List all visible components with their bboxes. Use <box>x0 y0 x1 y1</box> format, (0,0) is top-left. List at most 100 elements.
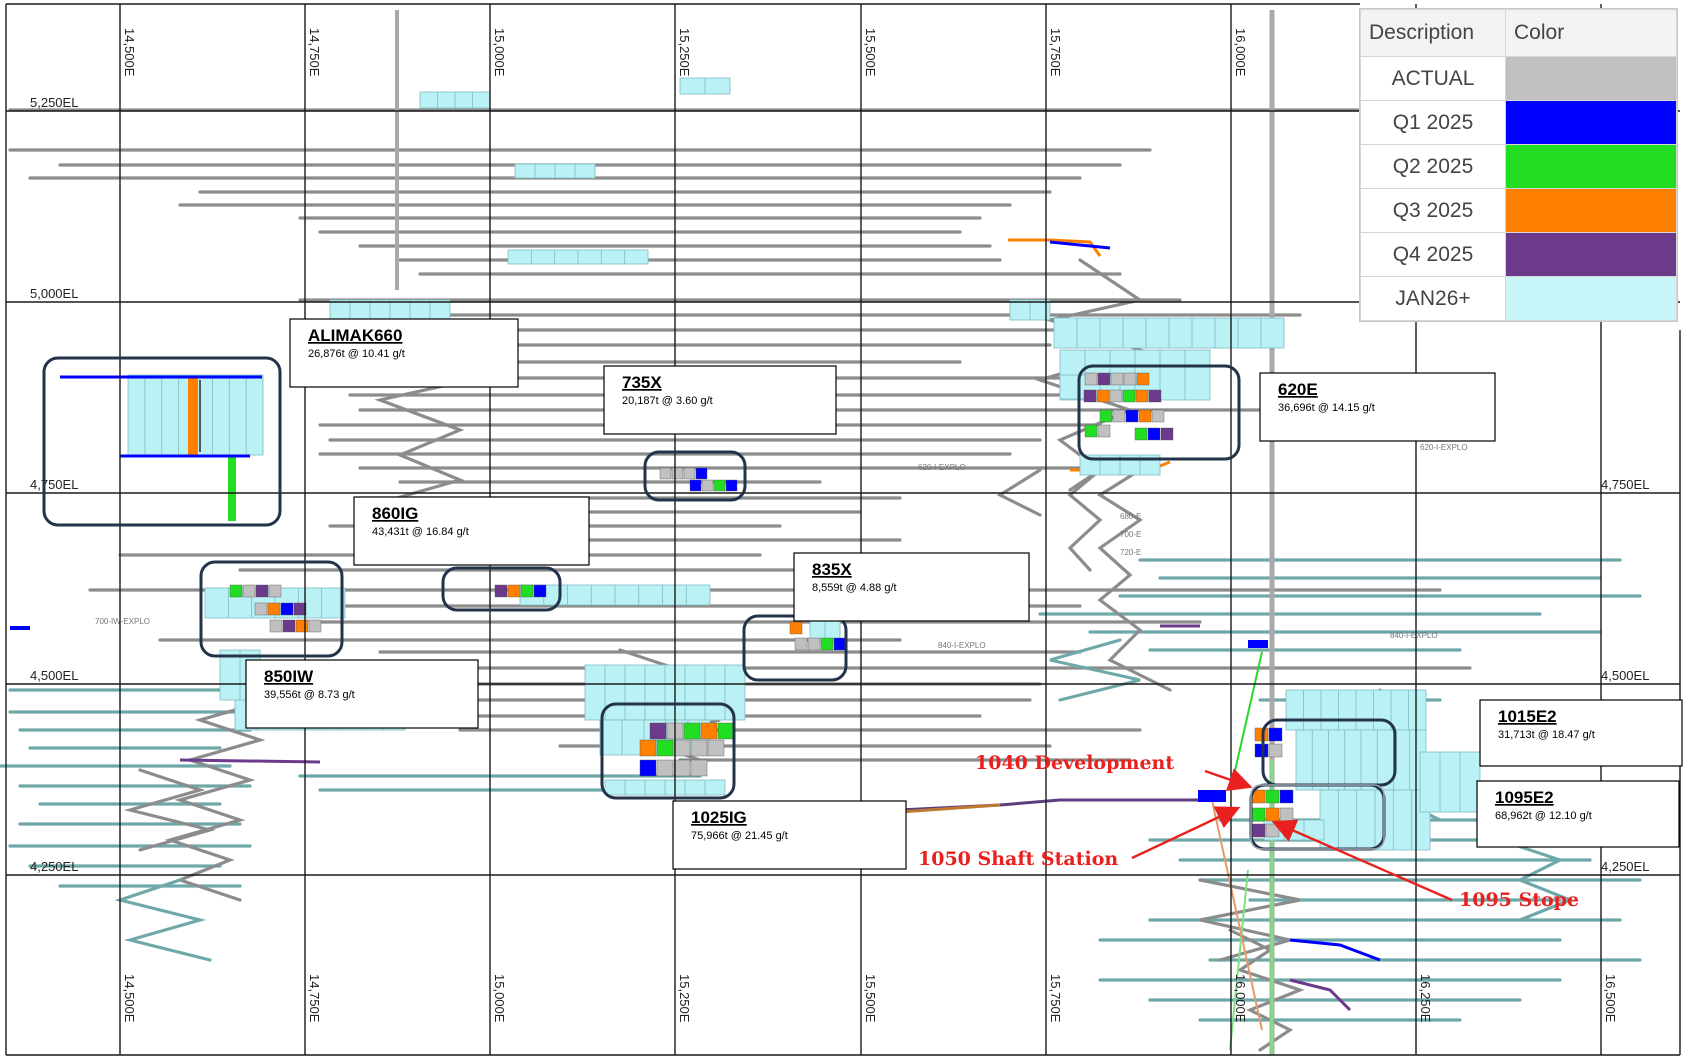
zone-tonnage-grade: 31,713t @ 18.47 g/t <box>1498 729 1595 741</box>
annotations: 1040 Development 1050 Shaft Station 1095… <box>918 752 1579 911</box>
callout-860ig: 860IG 43,431t @ 16.84 g/t <box>353 496 590 566</box>
legend-row-q1-2025: Q1 2025 <box>1360 100 1677 145</box>
zone-tonnage-grade: 75,966t @ 21.45 g/t <box>691 830 788 842</box>
drift-label: 620-I-EXPLO <box>918 463 966 472</box>
legend-label: Q3 2025 <box>1360 188 1506 233</box>
easting-label-top: 15,750E <box>1048 28 1063 77</box>
zone-tonnage-grade: 8,559t @ 4.88 g/t <box>812 582 897 594</box>
elevation-label-left: 4,250EL <box>30 859 78 874</box>
legend-row-q3-2025: Q3 2025 <box>1360 188 1677 233</box>
callout-1015e2: 1015E2 31,713t @ 18.47 g/t <box>1479 699 1683 767</box>
easting-label-bottom: 15,750E <box>1048 974 1063 1023</box>
zone-name: 850IW <box>264 667 314 686</box>
stoping-zones: ALIMAK660 26,876t @ 10.41 g/t 735X 20,187t … <box>42 318 1683 870</box>
zone-name: 620E <box>1278 380 1318 399</box>
legend-swatch-q2-2025 <box>1506 145 1676 188</box>
easting-label-bottom: 14,750E <box>307 974 322 1023</box>
elevation-label-left: 4,750EL <box>30 477 78 492</box>
callout-box <box>1479 699 1683 767</box>
easting-label-bottom: 16,500E <box>1603 974 1618 1023</box>
zone-outline-735x <box>643 450 747 502</box>
legend-swatch-actual <box>1506 57 1676 100</box>
annotation-1050-shaft-station: 1050 Shaft Station <box>918 848 1118 870</box>
zone-outline-850iw <box>199 560 344 658</box>
elevation-label-left: 4,500EL <box>30 668 78 683</box>
legend-swatch-q1-2025 <box>1506 101 1676 144</box>
elevation-label-right: 4,500EL <box>1601 668 1649 683</box>
zone-name: 735X <box>622 373 662 392</box>
zone-outline-860ig <box>441 566 562 612</box>
coordinate-grid: 14,500E 14,500E 14,750E 14,750E 15,000E 15,00… <box>5 3 1681 1056</box>
easting-label-top: 14,750E <box>307 28 322 77</box>
callout-box <box>793 552 1030 622</box>
annotation-1095-stope: 1095 Stope <box>1459 889 1579 911</box>
callout-box <box>1476 780 1680 848</box>
legend-row-jan26: JAN26+ <box>1360 276 1677 321</box>
zone-name: 1095E2 <box>1495 788 1554 807</box>
easting-label-top: 15,000E <box>492 28 507 77</box>
legend-table: Description Color ACTUAL Q1 2025 Q2 2025… <box>1360 9 1677 321</box>
legend-label: ACTUAL <box>1360 56 1506 101</box>
callout-1095e2: 1095E2 68,962t @ 12.10 g/t <box>1476 780 1680 848</box>
easting-label-bottom: 15,250E <box>677 974 692 1023</box>
legend-label: Q2 2025 <box>1360 144 1506 189</box>
callout-620e: 620E 36,696t @ 14.15 g/t <box>1259 372 1496 442</box>
easting-label-bottom: 15,000E <box>492 974 507 1023</box>
zone-tonnage-grade: 36,696t @ 14.15 g/t <box>1278 402 1375 414</box>
elevation-label-right: 4,250EL <box>1601 859 1649 874</box>
callout-850iw: 850IW 39,556t @ 8.73 g/t <box>245 659 479 729</box>
legend-swatch-jan26 <box>1506 277 1676 320</box>
zone-outline-alimak660 <box>42 356 282 527</box>
legend-row-actual: ACTUAL <box>1360 56 1677 101</box>
easting-label-bottom: 16,250E <box>1418 974 1433 1023</box>
easting-label-top: 15,250E <box>677 28 692 77</box>
zone-outline-1025ig <box>600 702 736 800</box>
drift-label: 620-I-EXPLO <box>1420 443 1468 452</box>
zone-name: 860IG <box>372 504 418 523</box>
callout-box <box>603 365 837 435</box>
legend-header-color: Color <box>1505 9 1677 57</box>
callout-box <box>353 496 590 566</box>
legend-row-q4-2025: Q4 2025 <box>1360 232 1677 277</box>
drift-label: 840-I-EXPLO <box>938 641 986 650</box>
zone-tonnage-grade: 68,962t @ 12.10 g/t <box>1495 810 1592 822</box>
zone-name: 1025IG <box>691 808 747 827</box>
easting-label-top: 14,500E <box>122 28 137 77</box>
callout-alimak660: ALIMAK660 26,876t @ 10.41 g/t <box>289 318 519 388</box>
zone-tonnage-grade: 20,187t @ 3.60 g/t <box>622 395 713 407</box>
zone-name: ALIMAK660 <box>308 326 402 345</box>
callout-box <box>289 318 519 388</box>
zone-tonnage-grade: 39,556t @ 8.73 g/t <box>264 689 355 701</box>
zone-outline-620e <box>1077 364 1241 461</box>
callout-box <box>245 659 479 729</box>
legend-row-q2-2025: Q2 2025 <box>1360 144 1677 189</box>
drift-label: 700-IW-EXPLO <box>95 617 150 626</box>
annotation-1040-development: 1040 Development <box>975 752 1174 774</box>
callout-box <box>672 800 907 870</box>
zone-name: 1015E2 <box>1498 707 1557 726</box>
callout-1025ig: 1025IG 75,966t @ 21.45 g/t <box>672 800 907 870</box>
easting-label-bottom: 14,500E <box>122 974 137 1023</box>
easting-label-top: 16,000E <box>1233 28 1248 77</box>
zone-tonnage-grade: 26,876t @ 10.41 g/t <box>308 348 405 360</box>
legend-swatch-q3-2025 <box>1506 189 1676 232</box>
elevation-label-right: 4,750EL <box>1601 477 1649 492</box>
legend-label: JAN26+ <box>1360 276 1506 321</box>
drift-label: 680-E <box>1120 512 1141 521</box>
legend-label: Q1 2025 <box>1360 100 1506 145</box>
legend-header-description: Description <box>1360 9 1506 57</box>
legend-label: Q4 2025 <box>1360 232 1506 277</box>
drift-label: 840-I-EXPLO <box>1390 631 1438 640</box>
easting-label-bottom: 16,000E <box>1233 974 1248 1023</box>
callout-735x: 735X 20,187t @ 3.60 g/t <box>603 365 837 435</box>
easting-label-bottom: 15,500E <box>863 974 878 1023</box>
elevation-label-left: 5,000EL <box>30 286 78 301</box>
drift-label: 720-E <box>1120 548 1141 557</box>
legend-swatch-q4-2025 <box>1506 233 1676 276</box>
zone-tonnage-grade: 43,431t @ 16.84 g/t <box>372 526 469 538</box>
callout-box <box>1259 372 1496 442</box>
legend: Description Color ACTUAL Q1 2025 Q2 2025… <box>1359 8 1678 322</box>
easting-label-top: 15,500E <box>863 28 878 77</box>
drift-label: 700-E <box>1120 530 1141 539</box>
